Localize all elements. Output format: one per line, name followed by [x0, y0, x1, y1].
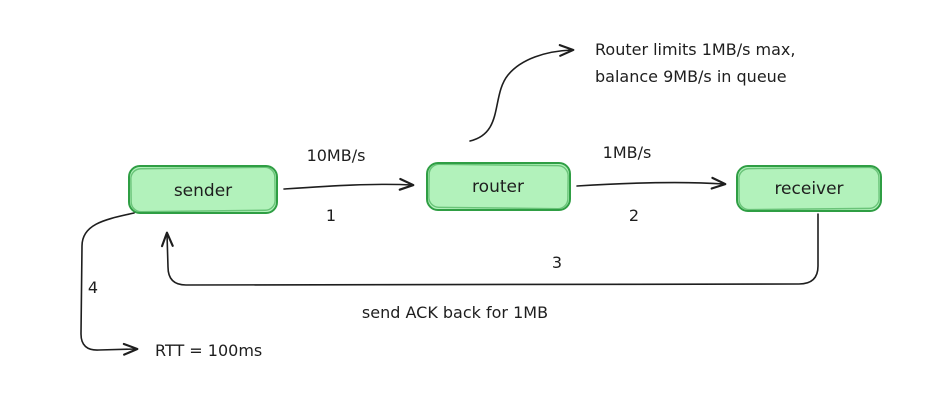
receiver-box [736, 165, 882, 212]
sender-box-sketch [130, 166, 276, 213]
annotation-arrow [469, 44, 575, 142]
node-router: router [426, 162, 571, 211]
edge-sender-router: 10MB/s 1 [283, 146, 415, 225]
rate-label-1: 10MB/s [307, 146, 366, 165]
annotation-line-1: Router limits 1MB/s max, [595, 40, 795, 59]
router-box [426, 162, 571, 211]
annotation-line-2: balance 9MB/s in queue [595, 67, 787, 86]
step-label-1: 1 [326, 206, 336, 225]
arrow-ack-return [160, 213, 819, 286]
step-label-3: 3 [552, 253, 562, 272]
router-label: router [472, 177, 524, 197]
rtt-caption: RTT = 100ms [155, 341, 262, 360]
arrow-rtt-loop [80, 212, 139, 356]
router-annotation: Router limits 1MB/s max, balance 9MB/s i… [469, 40, 795, 142]
step-label-4: 4 [88, 278, 98, 297]
edge-rtt-loop: 4 RTT = 100ms [80, 212, 262, 360]
arrow-router-receiver [576, 176, 727, 190]
sender-box [128, 165, 278, 214]
node-receiver: receiver [736, 165, 882, 212]
router-box-sketch [428, 163, 569, 210]
receiver-box-sketch [738, 166, 880, 211]
step-label-2: 2 [629, 206, 639, 225]
node-sender: sender [128, 165, 278, 214]
ack-caption: send ACK back for 1MB [362, 303, 548, 322]
sender-label: sender [174, 181, 232, 201]
edge-router-receiver: 1MB/s 2 [576, 143, 727, 225]
arrow-sender-router [283, 177, 415, 191]
edge-ack-return: 3 send ACK back for 1MB [160, 213, 819, 322]
rate-label-2: 1MB/s [603, 143, 652, 162]
receiver-label: receiver [774, 179, 843, 199]
